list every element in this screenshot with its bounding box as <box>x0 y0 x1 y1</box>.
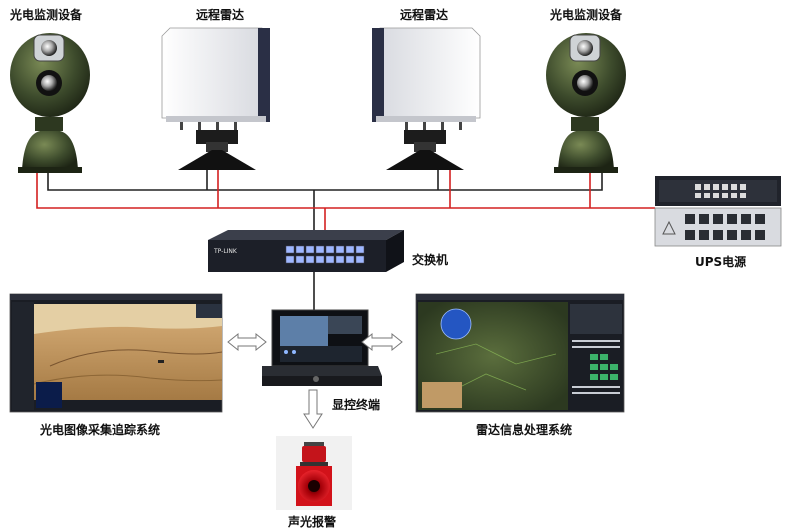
ups-power-unit <box>654 176 782 247</box>
eo-system-screen <box>9 293 223 413</box>
radar-system-label: 雷达信息处理系统 <box>476 423 573 437</box>
double-arrow-right <box>361 332 403 352</box>
down-arrow <box>303 389 323 429</box>
radar-left <box>161 27 270 170</box>
display-terminal <box>262 309 382 386</box>
eo-camera-left <box>10 33 90 173</box>
radar-system-screen <box>415 293 625 413</box>
alarm-label: 声光报警 <box>288 515 337 529</box>
eo-right-label: 光电监测设备 <box>550 8 623 22</box>
network-bus <box>47 170 603 191</box>
double-arrow-left <box>227 332 267 352</box>
ups-label: UPS电源 <box>695 255 747 269</box>
display-terminal-label: 显控终端 <box>332 398 381 412</box>
sound-light-alarm <box>276 436 352 510</box>
radar-right <box>372 27 481 170</box>
switch-label: 交换机 <box>412 253 449 267</box>
switch-brand-label: TP-LINK <box>213 248 238 255</box>
eo-left-label: 光电监测设备 <box>10 8 83 22</box>
radar-left-label: 远程雷达 <box>196 8 245 22</box>
eo-camera-right <box>546 33 626 173</box>
power-bus <box>36 170 655 209</box>
radar-right-label: 远程雷达 <box>400 8 449 22</box>
power-lines <box>36 170 655 230</box>
network-lines <box>47 170 603 314</box>
eo-system-label: 光电图像采集追踪系统 <box>40 423 161 437</box>
network-switch: TP-LINK <box>208 230 404 272</box>
